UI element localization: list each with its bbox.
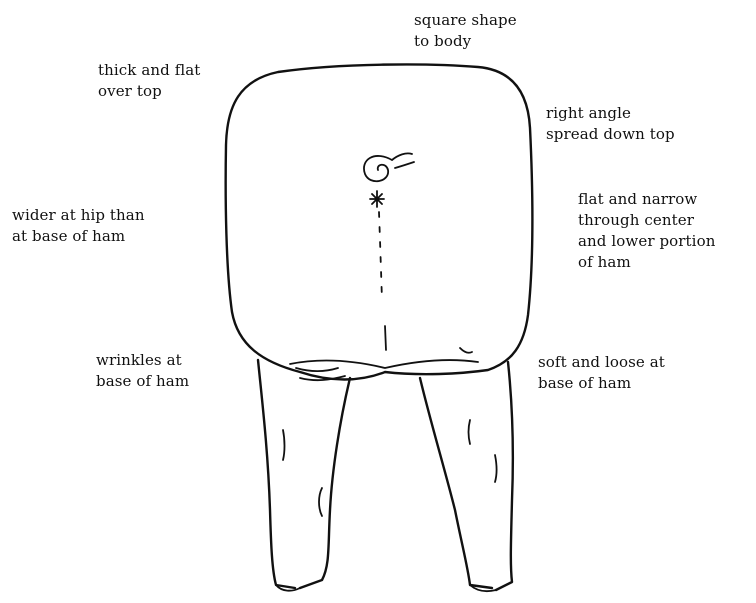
label-wider-hip: wider at hip than at base of ham xyxy=(12,205,145,247)
label-line: to body xyxy=(414,31,517,52)
right-leg-outer xyxy=(496,362,513,590)
label-line: base of ham xyxy=(538,373,665,394)
label-line: spread down top xyxy=(546,124,675,145)
anus-mark xyxy=(370,191,384,207)
label-line: through center xyxy=(578,210,715,231)
body-outline xyxy=(226,64,533,379)
left-leg-outer xyxy=(258,360,295,588)
center-line xyxy=(379,212,382,300)
tail-curl xyxy=(364,153,414,181)
center-line-lower xyxy=(385,326,386,350)
label-wrinkles: wrinkles at base of ham xyxy=(96,350,189,392)
left-leg-inner xyxy=(300,378,350,588)
left-leg-crease-2 xyxy=(319,488,322,516)
right-leg-inner xyxy=(420,378,492,588)
label-line: base of ham xyxy=(96,371,189,392)
label-soft-loose: soft and loose at base of ham xyxy=(538,352,665,394)
label-line: soft and loose at xyxy=(538,352,665,373)
right-leg-crease-1 xyxy=(469,420,471,444)
left-leg-crease-1 xyxy=(283,430,285,460)
label-thick-flat: thick and flat over top xyxy=(98,60,200,102)
label-line: flat and narrow xyxy=(578,189,715,210)
label-line: wrinkles at xyxy=(96,350,189,371)
label-square-shape: square shape to body xyxy=(414,10,517,52)
left-wrinkle-1 xyxy=(296,368,338,371)
label-line: thick and flat xyxy=(98,60,200,81)
label-line: square shape xyxy=(414,10,517,31)
label-line: at base of ham xyxy=(12,226,145,247)
label-line: wider at hip than xyxy=(12,205,145,226)
label-line: right angle xyxy=(546,103,675,124)
label-line: over top xyxy=(98,81,200,102)
ham-base-line xyxy=(290,360,478,368)
label-flat-narrow: flat and narrow through center and lower… xyxy=(578,189,715,273)
right-leg-crease-2 xyxy=(495,455,497,482)
label-right-angle: right angle spread down top xyxy=(546,103,675,145)
label-line: of ham xyxy=(578,252,715,273)
right-wrinkle-1 xyxy=(460,348,472,353)
label-line: and lower portion xyxy=(578,231,715,252)
